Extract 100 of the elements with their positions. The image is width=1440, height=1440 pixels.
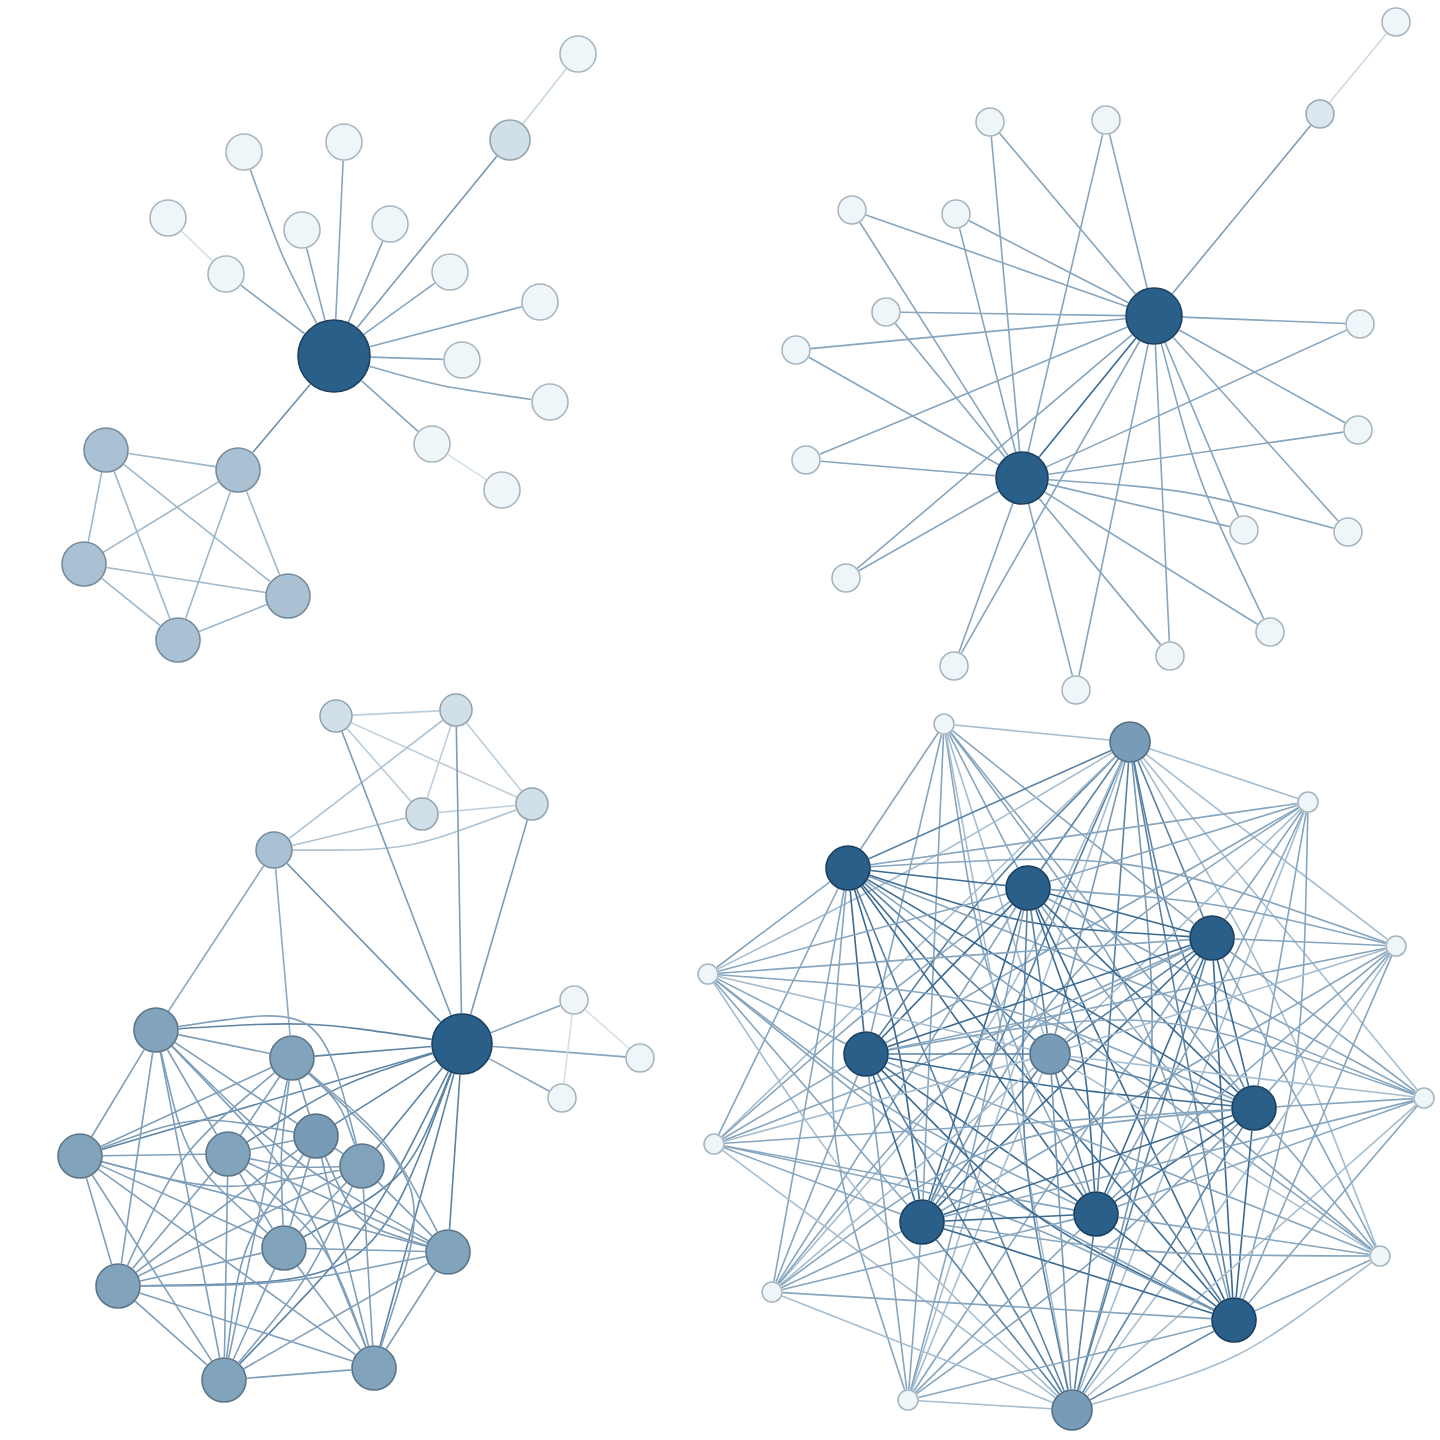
edge-line	[1038, 337, 1137, 459]
network-node	[413, 425, 451, 463]
edge-line	[177, 1015, 358, 1145]
edge-line	[915, 1123, 1239, 1395]
edge-line	[1064, 808, 1302, 1041]
network-node	[283, 211, 321, 249]
edge-line	[101, 1160, 427, 1248]
edge-line	[491, 1045, 627, 1058]
edge-line	[860, 885, 1084, 1197]
edge-line	[935, 1069, 1039, 1205]
edge-line	[1133, 761, 1245, 1089]
edge-line	[1054, 761, 1126, 1035]
edge-line	[1142, 757, 1418, 1091]
edge-line	[135, 1149, 299, 1274]
edge-line	[240, 284, 306, 335]
network-node	[1231, 1085, 1277, 1131]
edge-line	[100, 577, 162, 627]
edge-line	[488, 1057, 550, 1092]
edge-line	[773, 889, 845, 1283]
edge-line	[942, 1114, 1234, 1216]
edge-line	[101, 1161, 341, 1188]
network-node	[781, 335, 811, 365]
edge-line	[1050, 1073, 1072, 1391]
network-node	[1305, 99, 1335, 129]
edge-line	[1086, 1104, 1417, 1397]
network-node	[521, 283, 559, 321]
network-node	[559, 35, 597, 73]
edge-line	[1040, 758, 1119, 871]
edge-line	[352, 710, 441, 716]
edge-line	[1030, 909, 1049, 1035]
edge-line	[563, 1013, 573, 1085]
edge-line	[160, 1051, 268, 1234]
network-node	[489, 119, 531, 161]
edge-line	[320, 1157, 370, 1347]
edge-line	[908, 1243, 922, 1391]
network-node	[1343, 415, 1373, 445]
edge-line	[138, 1292, 354, 1362]
edge-line	[722, 1064, 848, 1140]
edge-line	[1077, 959, 1207, 1391]
network-node	[1385, 935, 1407, 957]
edge-line	[198, 603, 268, 633]
network-node	[57, 1133, 103, 1179]
edge-line	[375, 1067, 444, 1150]
edge-line	[723, 1058, 1031, 1142]
edge-line	[1054, 1073, 1091, 1193]
network-node	[843, 1031, 889, 1077]
edge-line	[917, 1324, 1213, 1399]
edge-line	[723, 946, 1192, 1141]
network-node	[83, 427, 129, 473]
edge-line	[1242, 955, 1393, 1300]
edge-line	[297, 1079, 311, 1116]
edge-line	[1114, 1119, 1236, 1203]
edge-line	[945, 733, 1069, 1391]
edge-line	[377, 1181, 433, 1237]
edge-line	[291, 817, 407, 847]
edge-line	[379, 1072, 455, 1347]
edge-line	[930, 760, 1123, 1202]
edge-line	[1035, 908, 1096, 1193]
edge-line	[245, 490, 281, 576]
network-node	[871, 297, 901, 327]
edge-line	[180, 230, 214, 262]
network-node	[837, 195, 867, 225]
edge-line	[1257, 811, 1307, 1087]
edge-line	[97, 1168, 357, 1356]
edge-line	[894, 322, 1006, 459]
edge-line	[1171, 124, 1312, 295]
edge-line	[944, 1214, 1075, 1222]
edge-line	[249, 1139, 295, 1151]
network-node	[1029, 1033, 1071, 1075]
edge-line	[1235, 1129, 1253, 1299]
edge-line	[102, 1153, 206, 1157]
edge-line	[717, 975, 1031, 1051]
network-node	[255, 831, 293, 869]
edge-line	[1137, 760, 1204, 918]
network-node	[1091, 105, 1121, 135]
edge-line	[856, 333, 1133, 570]
edge-line	[1139, 759, 1377, 1247]
edge-line	[1164, 341, 1240, 518]
edge-line	[223, 1176, 229, 1358]
edge-line	[1224, 810, 1303, 921]
edge-line	[237, 1185, 353, 1364]
edge-line	[866, 878, 1236, 1098]
network-node	[431, 1013, 493, 1075]
edge-line	[946, 733, 1045, 1035]
network-node	[297, 319, 371, 393]
edge-line	[1049, 893, 1191, 933]
edge-line	[717, 893, 1007, 972]
edge-line	[1132, 761, 1231, 1299]
edge-line	[953, 724, 1111, 741]
edge-line	[140, 1255, 427, 1287]
edge-line	[818, 326, 1129, 456]
edge-line	[819, 460, 997, 477]
edge-line	[105, 566, 267, 594]
edge-line	[137, 1175, 343, 1277]
edge-line	[1049, 888, 1387, 945]
edge-line	[1040, 905, 1373, 1250]
edge-line	[886, 944, 1192, 1048]
edge-line	[288, 719, 444, 840]
edge-line	[177, 1033, 271, 1055]
edge-line	[120, 1051, 154, 1265]
